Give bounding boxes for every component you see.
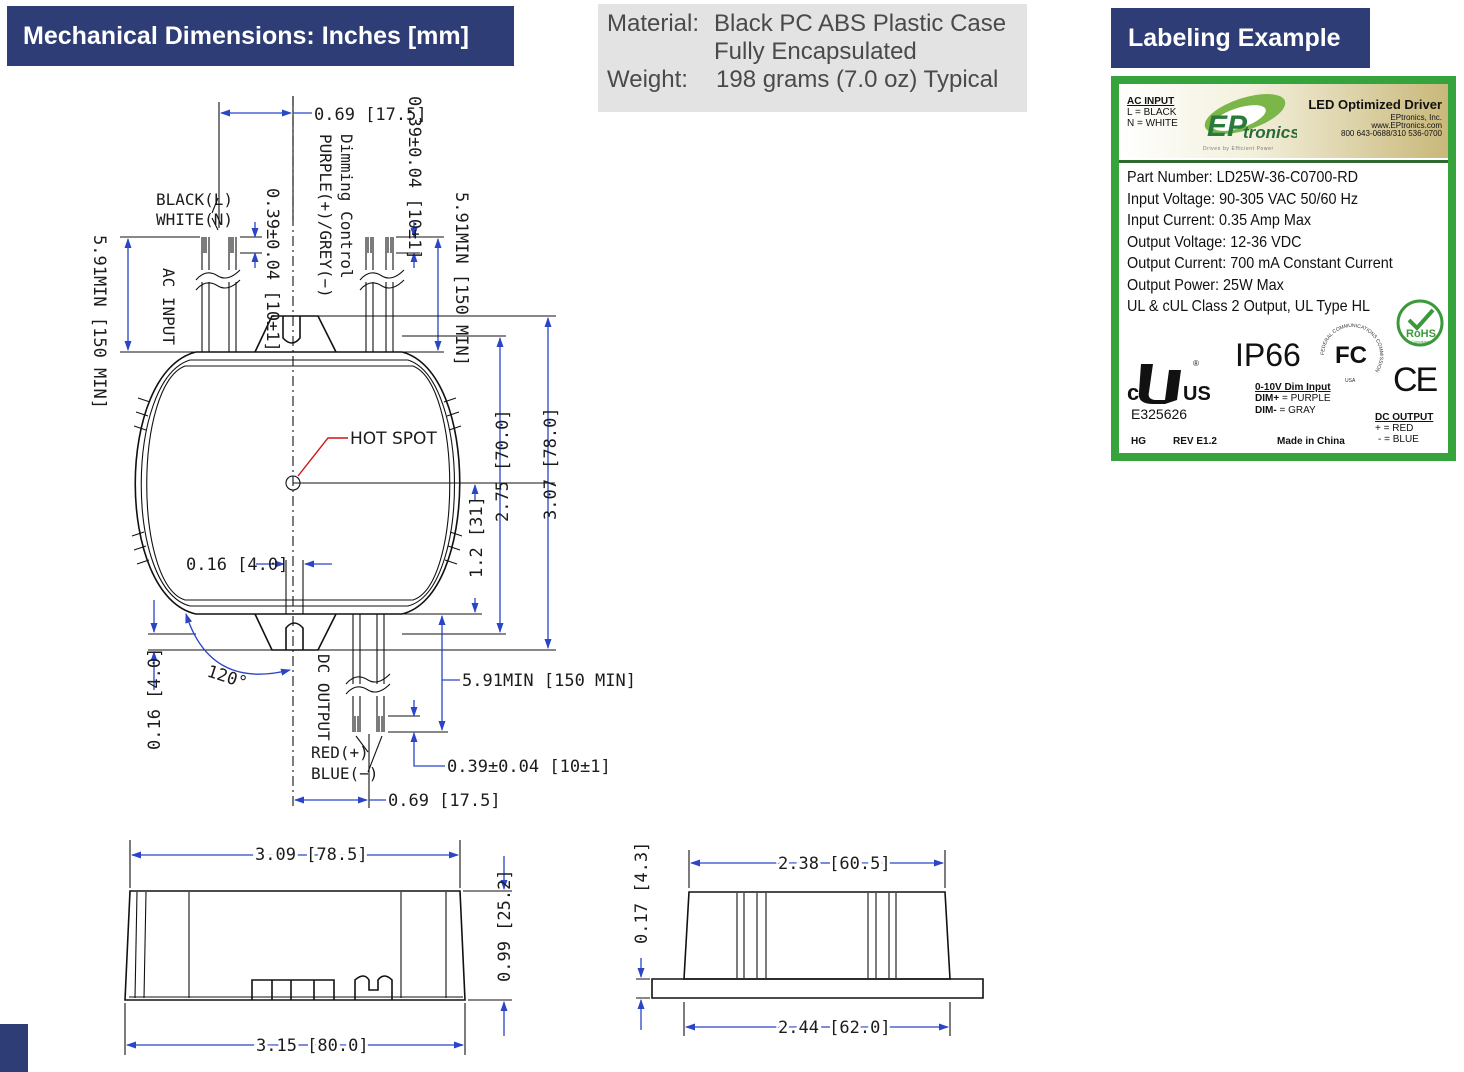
material-line-2: Fully Encapsulated — [714, 38, 917, 65]
spec-ul-class: UL & cUL Class 2 Output, UL Type HL — [1127, 298, 1371, 315]
label-revision: REV E1.2 — [1173, 436, 1217, 447]
ul-listed-icon: c ® US — [1127, 359, 1211, 404]
end-dim-top-width: 2.38 [60.5] — [778, 854, 891, 874]
rohs-sub: Compliant — [1411, 339, 1430, 344]
logo-tagline: Driven by Efficient Power — [1203, 146, 1274, 152]
side-dim-top-width: 3.09 [78.5] — [255, 845, 368, 865]
label-dc-output-title: DC OUTPUT — [1375, 412, 1434, 423]
dim-dc-strip: 0.39±0.04 [10±1] — [447, 757, 611, 777]
dim-height-78: 3.07 [78.0] — [541, 407, 561, 520]
end-view: 2.38 [60.5] 2.44 [62.0] 0.17 [4.3] — [632, 842, 984, 1041]
fcc-usa: USA — [1345, 378, 1356, 384]
dim-bottom-spacing: 0.69 [17.5] — [388, 791, 501, 811]
label-dim-minus: DIM- = GRAY — [1255, 405, 1316, 416]
wire-red-label: RED(+) — [311, 743, 369, 762]
label-website: www.EPtronics.com — [1371, 121, 1442, 130]
label-code: HG — [1131, 436, 1146, 447]
spec-input-current: Input Current: 0.35 Amp Max — [1127, 212, 1312, 229]
wire-black-label: BLACK(L) — [156, 190, 233, 209]
mechanical-dimensions-header: Mechanical Dimensions: Inches [mm] — [7, 6, 514, 66]
wire-white-label: WHITE(N) — [156, 210, 233, 229]
label-phone: 800 643-0688/310 536-0700 — [1341, 129, 1442, 138]
end-dim-base-width: 2.44 [62.0] — [778, 1018, 891, 1038]
label-body: AC INPUT L = BLACK N = WHITE EP tronics … — [1119, 84, 1448, 453]
dc-output-label: DC OUTPUT — [314, 654, 333, 741]
material-line-1: Black PC ABS Plastic Case — [714, 10, 1007, 37]
label-ul-file: E325626 — [1131, 406, 1188, 422]
top-view: HOT SPOT BLACK(L) WHITE(N) AC INPUT Dimm… — [89, 96, 636, 811]
eptronics-logo: EP tronics Driven by Efficient Power — [1203, 93, 1297, 152]
dim-ac-strip: 0.39±0.04 [10±1] — [262, 188, 282, 352]
weight-value: 198 grams (7.0 oz) Typical — [716, 66, 999, 93]
logo-ep: EP — [1207, 110, 1248, 143]
material-key: Material: — [607, 10, 700, 37]
label-dim-plus: DIM+ = PURPLE — [1255, 393, 1331, 404]
ul-c: c — [1127, 380, 1139, 404]
dim-dc-lead: 5.91MIN [150 MIN] — [462, 671, 636, 691]
label-dc-minus: - = BLUE — [1378, 434, 1419, 445]
labeling-example-header: Labeling Example — [1111, 8, 1370, 68]
dimming-wires-label: PURPLE(+)/GREY(−) — [316, 134, 335, 298]
dim-offset: 0.16 [4.0] — [186, 555, 288, 575]
dim-height-70: 2.75 [70.0] — [493, 409, 513, 522]
dim-dimming-lead: 5.91MIN [150 MIN] — [451, 192, 471, 366]
page-corner-block — [0, 1024, 28, 1072]
side-dim-height: 0.99 [25.2] — [495, 869, 515, 982]
spec-output-power: Output Power: 25W Max — [1127, 276, 1284, 294]
ac-input-label: AC INPUT — [159, 268, 178, 345]
dim-dimming-strip: 0.39±0.04 [10±1] — [404, 96, 424, 260]
logo-tronics: tronics — [1243, 123, 1297, 142]
ul-registered: ® — [1193, 359, 1199, 368]
spec-part-number: Part Number: LD25W-36-C0700-RD — [1127, 169, 1359, 186]
mechanical-dimensions-title: Mechanical Dimensions: Inches [mm] — [23, 21, 469, 50]
dim-bottom-offset: 0.16 [4.0] — [145, 648, 165, 750]
weight-key: Weight: — [607, 66, 688, 93]
label-ip-rating: IP66 — [1235, 337, 1301, 373]
dim-hotspot-height: 1.2 [31] — [467, 496, 487, 578]
spec-output-voltage: Output Voltage: 12-36 VDC — [1127, 233, 1302, 251]
angle-label: 120° — [204, 662, 249, 694]
label-dim-input-title: 0-10V Dim Input — [1255, 382, 1331, 393]
material-info-box: Material: Black PC ABS Plastic Case Full… — [598, 4, 1027, 112]
fcc-icon: FEDERAL COMMUNICATIONS COMMISSION USA FC — [1320, 323, 1384, 384]
rohs-icon: RoHS Compliant — [1396, 299, 1444, 347]
ce-mark: CE — [1393, 361, 1438, 399]
label-ac-input-l: L = BLACK — [1127, 107, 1177, 118]
label-example-card: AC INPUT L = BLACK N = WHITE EP tronics … — [1111, 76, 1456, 461]
fcc-mark: FC — [1335, 342, 1367, 369]
dimming-control-label: Dimming Control — [337, 134, 356, 279]
label-product-title: LED Optimized Driver — [1308, 97, 1442, 112]
label-origin: Made in China — [1277, 436, 1345, 447]
dim-top-spacing: 0.69 [17.5] — [314, 105, 427, 125]
ul-us: US — [1183, 383, 1211, 404]
mechanical-drawing: HOT SPOT BLACK(L) WHITE(N) AC INPUT Dimm… — [89, 96, 984, 1059]
label-dc-plus: + = RED — [1375, 423, 1414, 434]
rohs-text: RoHS — [1406, 328, 1436, 340]
wire-blue-label: BLUE(−) — [311, 764, 378, 783]
spec-input-voltage: Input Voltage: 90-305 VAC 50/60 Hz — [1127, 190, 1359, 208]
dim-ac-lead: 5.91MIN [150 MIN] — [89, 235, 109, 409]
end-dim-flange: 0.17 [4.3] — [632, 842, 652, 944]
label-company: EPtronics, Inc. — [1390, 113, 1442, 122]
label-ac-input-n: N = WHITE — [1127, 118, 1178, 129]
spec-output-current: Output Current: 700 mA Constant Current — [1127, 255, 1393, 272]
hot-spot-label: HOT SPOT — [350, 429, 437, 449]
side-dim-base-width: 3.15 [80.0] — [256, 1036, 369, 1056]
label-ac-input-title: AC INPUT — [1127, 96, 1175, 107]
labeling-example-title: Labeling Example — [1128, 23, 1341, 52]
label-header-band — [1119, 84, 1448, 158]
label-specs: Part Number: LD25W-36-C0700-RD Input Vol… — [1127, 167, 1393, 318]
side-view: 3.09 [78.5] 3.15 [80.0] 0.99 [25.2] — [124, 840, 515, 1059]
